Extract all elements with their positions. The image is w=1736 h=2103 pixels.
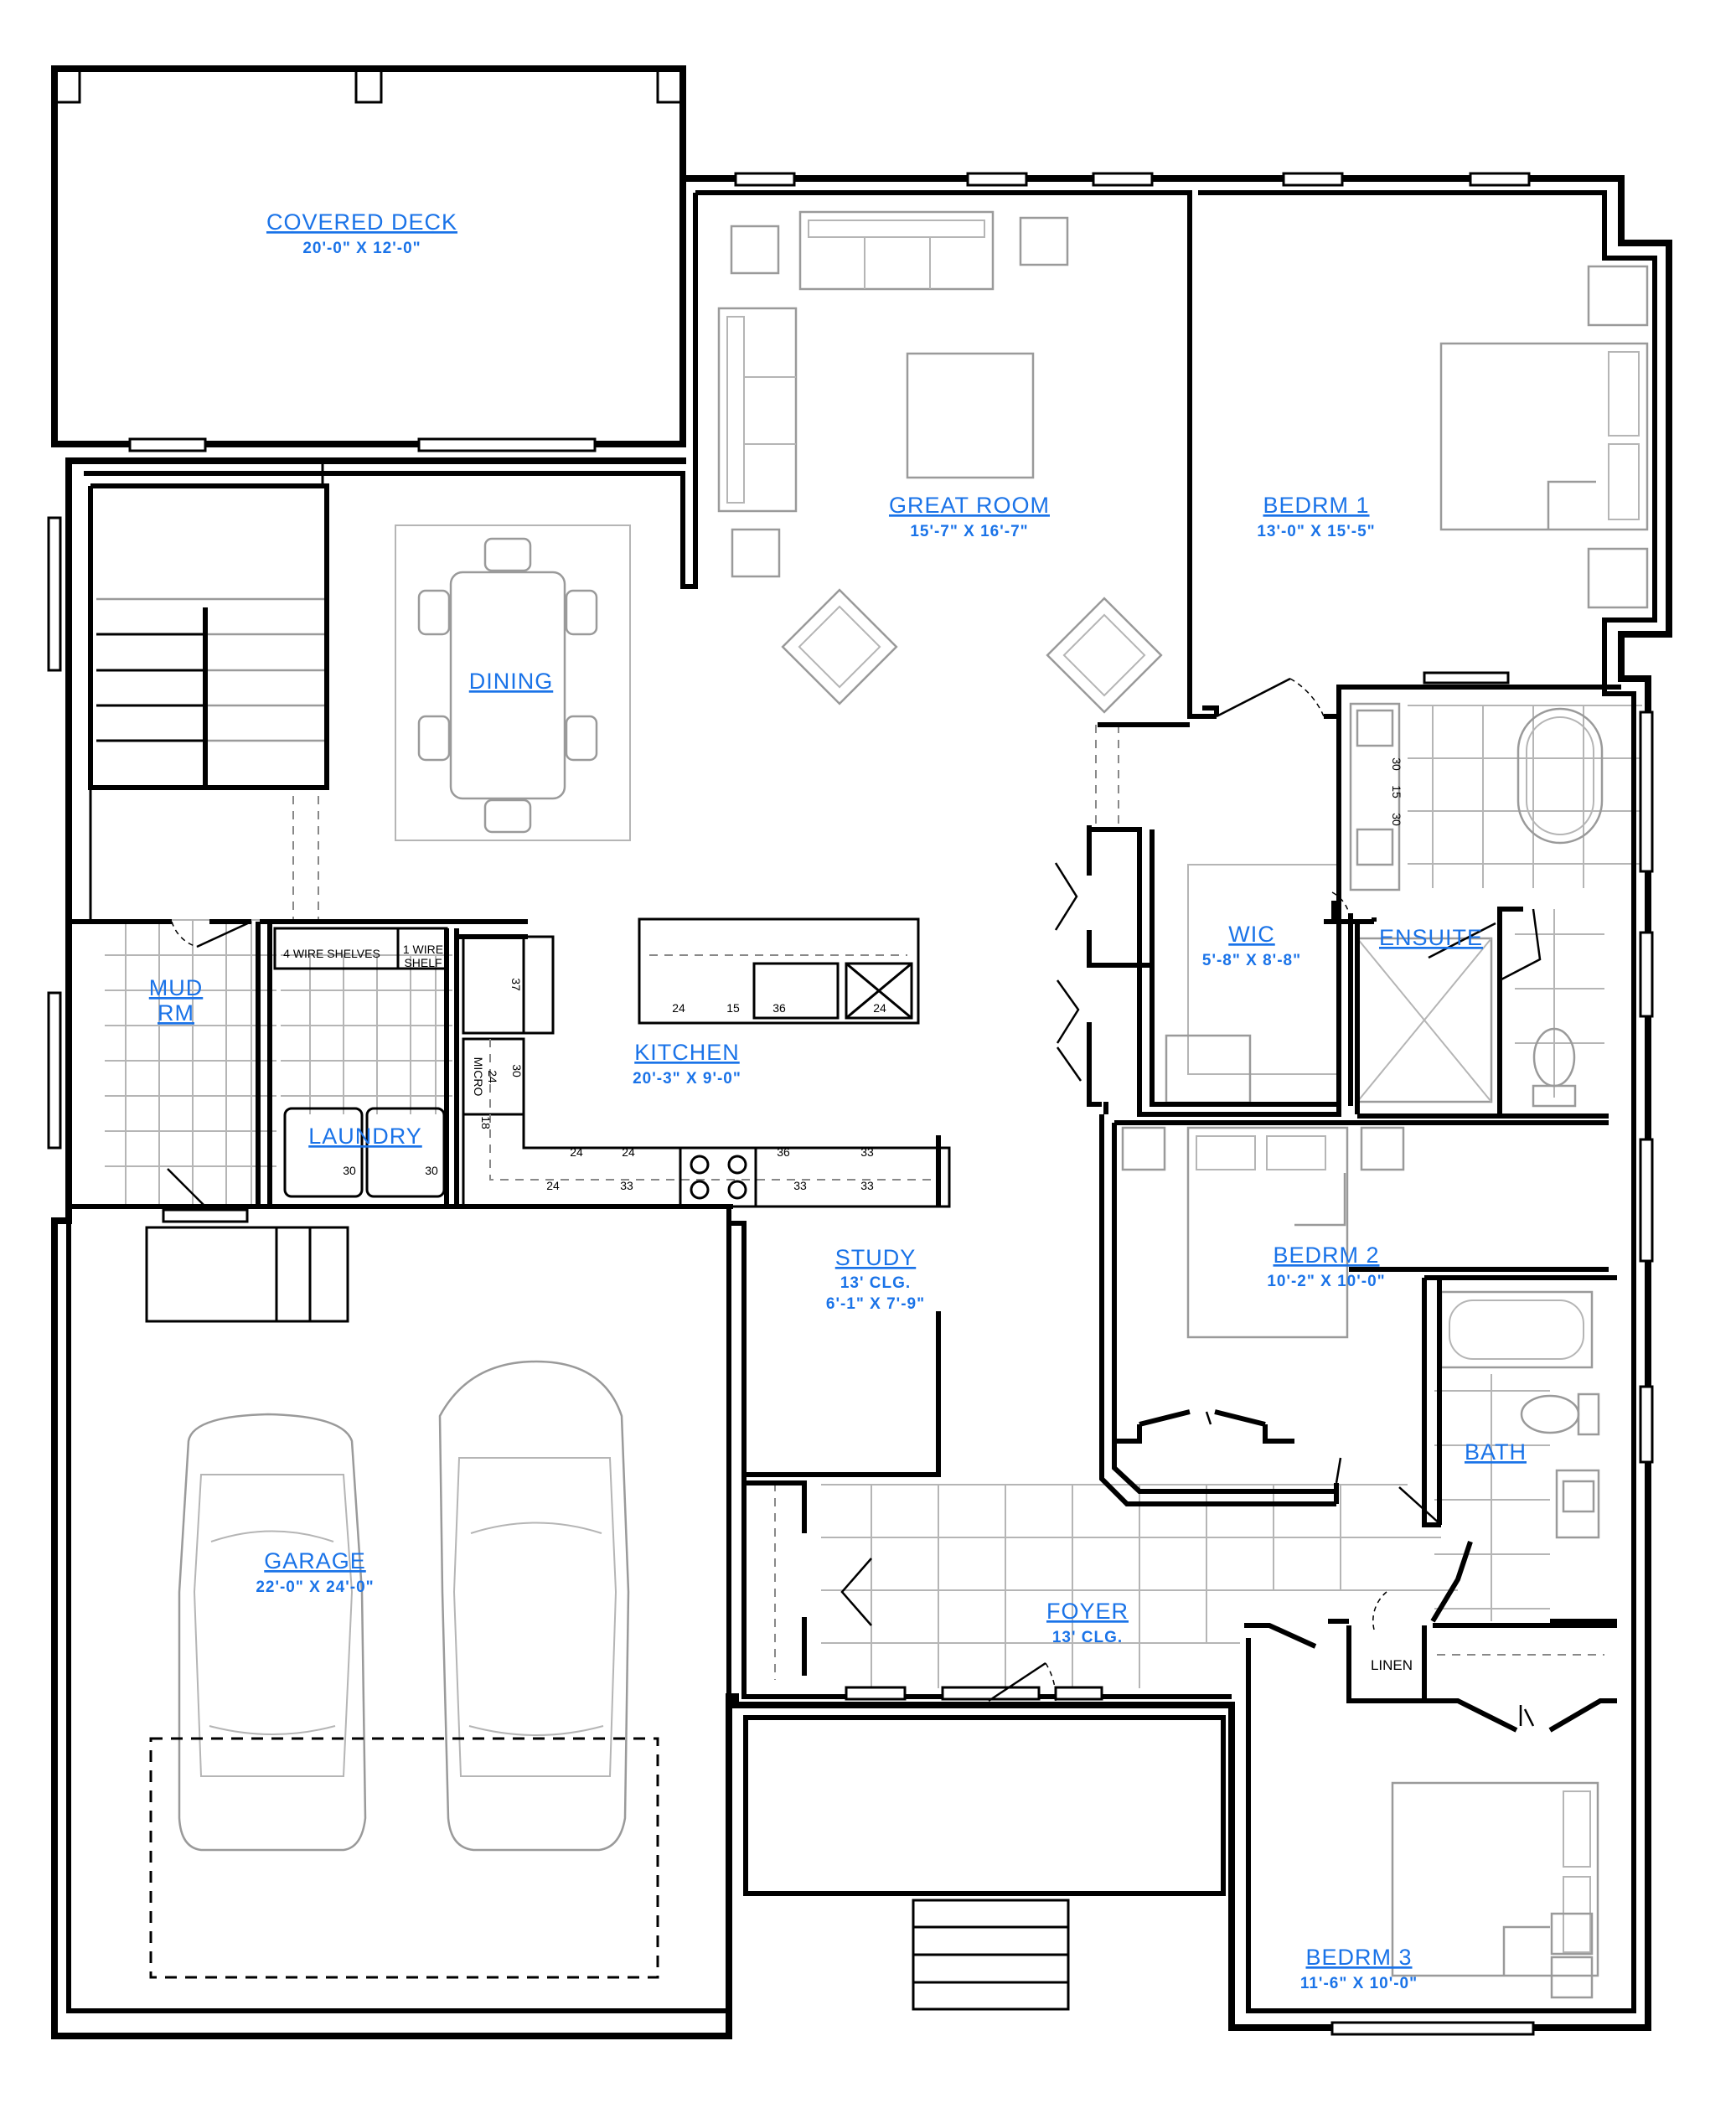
label-mud-rm-line1: MUD (149, 975, 204, 1000)
note-micro-18: 18 (479, 1116, 493, 1129)
label-great-room: GREAT ROOM (889, 493, 1050, 518)
note-counter-u1: 24 (570, 1145, 583, 1159)
note-wire-shelf-2: SHELF (404, 956, 442, 969)
label-covered-deck: COVERED DECK (266, 209, 457, 235)
kitchen-cabinets (462, 917, 951, 1208)
dims-bedrm-3: 11'-6" X 10'-0" (1300, 1975, 1418, 1992)
label-bath: BATH (1465, 1439, 1527, 1465)
dims-bedrm-2: 10'-2" X 10'-0" (1267, 1273, 1385, 1290)
note-vanity-1: 30 (1390, 757, 1403, 771)
dims-wic: 5'-8" X 8'-8" (1202, 952, 1301, 969)
note-laundry-1: 30 (343, 1164, 356, 1177)
label-laundry: LAUNDRY (308, 1124, 422, 1149)
note-island-2: 15 (726, 1001, 740, 1015)
note-counter-l2: 33 (620, 1179, 633, 1192)
dims-study: 6'-1" X 7'-9" (826, 1295, 925, 1313)
note-pantry: 37 (509, 978, 523, 991)
note-micro: MICRO (472, 1057, 485, 1097)
label-dining: DINING (469, 669, 554, 694)
note-island-1: 24 (672, 1001, 685, 1015)
doors (167, 677, 1542, 1727)
note-laundry-2: 30 (425, 1164, 438, 1177)
label-wic: WIC (1228, 922, 1274, 947)
dims-great-room: 15'-7" X 16'-7" (910, 523, 1028, 540)
label-garage: GARAGE (264, 1548, 366, 1573)
dims-garage: 22'-0" X 24'-0" (256, 1579, 374, 1596)
label-linen: LINEN (1371, 1657, 1413, 1673)
note-counter-u2: 24 (622, 1145, 635, 1159)
note-micro-30: 30 (510, 1064, 524, 1077)
label-bedrm-2: BEDRM 2 (1273, 1243, 1379, 1268)
label-mud-rm-line2: RM (158, 1000, 194, 1026)
dims-bedrm-1: 13'-0" X 15'-5" (1257, 523, 1375, 540)
room-labels: COVERED DECK 20'-0" X 12'-0" GREAT ROOM … (149, 209, 1527, 1992)
note-island-4: 24 (873, 1001, 886, 1015)
overhead-lines (149, 725, 1604, 1979)
windows (47, 172, 1654, 2036)
label-bedrm-3: BEDRM 3 (1305, 1945, 1412, 1970)
note-counter-u4: 33 (860, 1145, 874, 1159)
dims-kitchen: 20'-3" X 9'-0" (633, 1070, 741, 1088)
ceiling-foyer: 13' CLG. (1052, 1629, 1123, 1646)
label-ensuite: ENSUITE (1379, 925, 1483, 950)
label-foyer: FOYER (1046, 1599, 1129, 1624)
label-study: STUDY (835, 1245, 917, 1270)
note-vanity-2: 15 (1390, 785, 1403, 798)
note-micro-24: 24 (486, 1070, 499, 1083)
walls (51, 65, 1672, 2039)
note-wire-shelf-1: 1 WIRE (403, 943, 443, 956)
furniture (96, 210, 1649, 2011)
ceiling-study: 13' CLG. (840, 1274, 911, 1292)
note-counter-u3: 36 (777, 1145, 790, 1159)
note-wire-shelves: 4 WIRE SHELVES (283, 947, 380, 960)
note-island-3: 36 (772, 1001, 786, 1015)
dims-covered-deck: 20'-0" X 12'-0" (302, 240, 421, 257)
note-counter-l3: 33 (793, 1179, 807, 1192)
note-counter-l1: 24 (546, 1179, 560, 1192)
note-vanity-3: 30 (1390, 813, 1403, 826)
label-kitchen: KITCHEN (634, 1040, 740, 1065)
note-counter-l4: 33 (860, 1179, 874, 1192)
cabinet-notes: 4 WIRE SHELVES 1 WIRE SHELF 24 15 36 24 … (283, 757, 1403, 1192)
label-bedrm-1: BEDRM 1 (1263, 493, 1369, 518)
